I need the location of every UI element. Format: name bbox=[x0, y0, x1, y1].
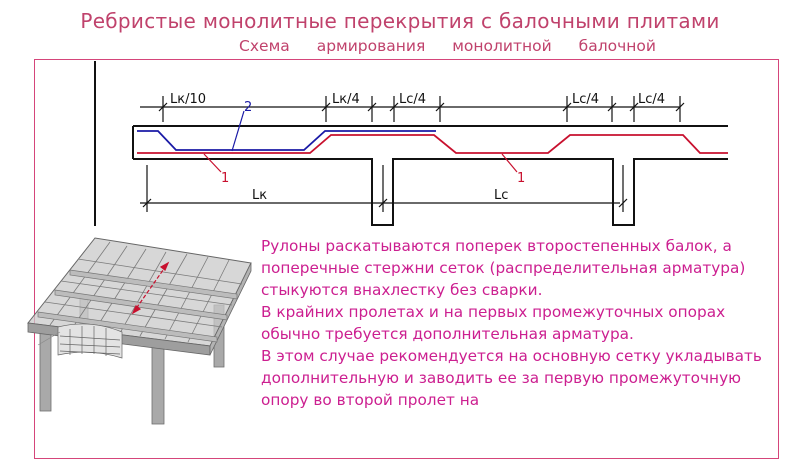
slab-outline bbox=[132, 125, 728, 226]
dim-label: Lк/4 bbox=[332, 92, 360, 107]
dim-label: Lc/4 bbox=[399, 92, 426, 107]
page-title: Ребристые монолитные перекрытия с балочн… bbox=[80, 9, 720, 33]
dim-label: Lc/4 bbox=[572, 92, 599, 107]
top-dimension-line bbox=[140, 96, 685, 122]
bar-label: 2 bbox=[244, 100, 252, 115]
bar-label: 1 bbox=[221, 171, 229, 186]
description-paragraph: В крайних пролетах и на первых промежуто… bbox=[261, 303, 726, 343]
dim-label: Lc/4 bbox=[638, 92, 665, 107]
extra-reinforcement-bar bbox=[137, 130, 436, 151]
main-reinforcement-bar bbox=[137, 134, 728, 154]
bar-label: 1 bbox=[517, 171, 525, 186]
page-subtitle: Схема армирования монолитной балочной bbox=[239, 37, 656, 55]
bottom-dimension-line bbox=[140, 165, 628, 212]
span-label: Lк bbox=[252, 188, 267, 203]
dim-label: Lк/10 bbox=[170, 92, 206, 107]
description-paragraph: Рулоны раскатываются поперек второстепен… bbox=[261, 237, 746, 299]
slab-3d-illustration bbox=[27, 237, 252, 425]
leader-line bbox=[501, 153, 518, 173]
span-label: Lc bbox=[494, 188, 508, 203]
description-paragraph: В этом случае рекомендуется на основную … bbox=[261, 347, 762, 409]
leader-line bbox=[231, 110, 245, 152]
leader-line bbox=[203, 153, 222, 173]
reinforcement-scheme: Lк/10 Lк/4 Lc/4 Lc/4 Lc/4 Lк Lc 2 1 1 bbox=[27, 61, 728, 425]
description-text: Рулоны раскатываются поперек второстепен… bbox=[261, 235, 776, 411]
